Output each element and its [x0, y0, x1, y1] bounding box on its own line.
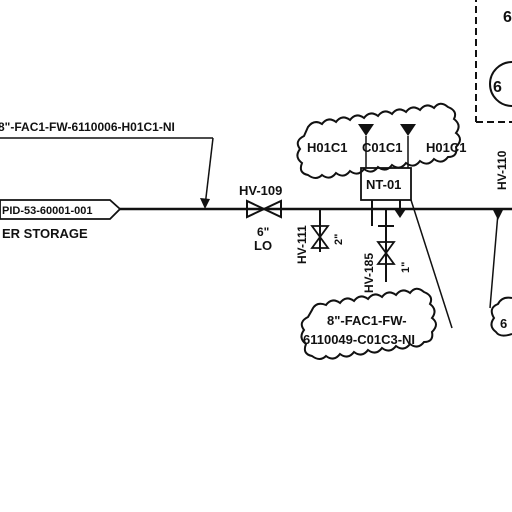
- valve-tag-hv110: HV-110: [495, 150, 509, 190]
- cloud-bottom-line-1: 8"-FAC1-FW-: [327, 313, 407, 328]
- cloud-right-glyph: 6: [500, 316, 507, 331]
- equipment-circle-label: 6: [493, 79, 502, 96]
- drain-valve-bottom-half: [376, 251, 396, 265]
- cloud-top-tag-3: H01C1: [426, 140, 466, 155]
- cloud-bottom-outline: [300, 287, 437, 360]
- cloud-bottom-line-2: 6110049-C01C3-NI: [303, 332, 415, 347]
- valve-tag-hv109: HV-109: [239, 183, 282, 198]
- spec-break-marker-1: [358, 124, 374, 136]
- line-tag-top: 8"-FAC1-FW-6110006-H01C1-NI: [0, 120, 175, 134]
- equipment-circle-partial: [489, 61, 512, 107]
- instrument-box-nt01: [360, 167, 412, 201]
- leader-arrow-right: [493, 210, 503, 220]
- valve-tag-hv185: HV-185: [362, 253, 376, 293]
- valve-tag-hv111: HV-111: [295, 225, 309, 264]
- vent-valve-bottom-half: [310, 235, 330, 249]
- leader-line-top: [204, 137, 214, 207]
- valve-size-hv111: 2": [333, 234, 345, 245]
- offpage-connector: [0, 199, 122, 220]
- cloud-right-partial: [490, 296, 512, 337]
- instrument-tap-marker: [394, 209, 406, 218]
- offpage-description: ER STORAGE: [2, 226, 88, 241]
- equipment-box-outline: [475, 0, 512, 123]
- cloud-top-outline: [296, 102, 461, 179]
- instrument-tag-nt01: NT-01: [366, 177, 401, 192]
- leader-arrow-top: [200, 198, 210, 209]
- valve-size-hv185: 1": [400, 262, 412, 273]
- gate-valve-right-half: [261, 199, 282, 219]
- equipment-tag-partial: 6: [503, 9, 512, 26]
- valve-status-lo: LO: [254, 238, 272, 253]
- vent-valve-top-half: [310, 225, 330, 239]
- leader-line-right: [489, 212, 499, 309]
- cloud-top-tag-1: H01C1: [307, 140, 347, 155]
- spec-break-marker-2: [400, 124, 416, 136]
- offpage-ref: PID-53-60001-001: [2, 205, 93, 217]
- leader-line-bottom: [410, 199, 453, 329]
- valve-size-hv109: 6": [257, 225, 269, 239]
- gate-valve-left-half: [246, 199, 267, 219]
- cloud-top-tag-2: C01C1: [362, 140, 402, 155]
- drain-valve-top-half: [376, 241, 396, 255]
